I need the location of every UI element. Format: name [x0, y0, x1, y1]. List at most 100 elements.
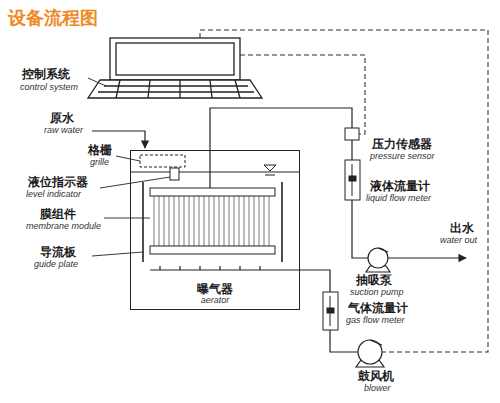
part-name-en: water out [440, 236, 477, 246]
part-name: 膜组件 [40, 208, 76, 221]
membrane-module-symbol [150, 188, 275, 196]
water-level [265, 175, 275, 176]
aerator-pipe [179, 266, 180, 270]
part-name-en: grille [90, 158, 109, 168]
membrane-module-symbol [179, 196, 180, 246]
membrane-module-symbol [194, 196, 195, 246]
grille-symbol [140, 155, 185, 167]
water-level [131, 165, 299, 175]
membrane-module-symbol [249, 196, 250, 246]
water-level [131, 172, 299, 173]
permeate-pipe [210, 108, 352, 188]
part-name-en: gas flow meter [346, 316, 405, 326]
laptop-symbol [116, 43, 234, 75]
part-name: 格栅 [88, 144, 112, 157]
laptop-symbol [110, 38, 240, 80]
membrane-module-symbol [219, 196, 220, 246]
permeate-pipe [352, 200, 368, 258]
part-name-en: guide plate [34, 260, 78, 270]
tank-label: 曝气器 [195, 283, 235, 296]
level-indicator-symbol [170, 168, 179, 180]
leader-line [92, 252, 143, 256]
diagram-title: 设备流程图 [8, 6, 98, 30]
membrane-module-symbol [234, 196, 235, 246]
aerator-pipe [159, 266, 160, 270]
laptop-symbol [148, 80, 150, 98]
part-name-en: blower [364, 384, 391, 394]
membrane-module-symbol [159, 196, 160, 246]
membrane-module-symbol [169, 196, 170, 246]
membrane-module-symbol [164, 196, 165, 246]
membrane-module-symbol [224, 196, 225, 246]
membrane-module-symbol [150, 246, 275, 254]
laptop-symbol [104, 85, 248, 86]
water-level [264, 165, 276, 171]
gas-flow-meter-symbol [327, 308, 334, 313]
permeate-pipe [210, 108, 466, 258]
blower-symbol [356, 340, 384, 367]
membrane-module-symbol [209, 196, 210, 246]
membrane-module-symbol [264, 196, 265, 246]
level-indicator-symbol [170, 168, 179, 180]
laptop-symbol [179, 80, 180, 98]
suction-pump-symbol [366, 248, 390, 272]
membrane-module-symbol [189, 196, 190, 246]
permeate-pipe [388, 257, 466, 258]
leader-line [88, 78, 106, 86]
pressure-sensor-symbol [345, 128, 359, 140]
aerator-pipe [199, 266, 200, 270]
liquid-flow-meter-symbol [345, 160, 360, 200]
part-name: 液体流量计 [370, 180, 430, 193]
laptop-symbol [88, 38, 262, 98]
gas-flow-meter-symbol [323, 292, 338, 330]
part-name-en: control system [20, 83, 78, 93]
grille-symbol [140, 155, 185, 167]
membrane-module-symbol [239, 196, 240, 246]
part-name: 压力传感器 [372, 138, 432, 151]
membrane-module-symbol [269, 196, 270, 246]
guide-plate-symbol [281, 182, 283, 262]
part-name-en: suction pump [350, 288, 404, 298]
gas-flow-meter-symbol [323, 292, 338, 330]
membrane-module-symbol [259, 196, 260, 246]
tank-label: aerator [199, 296, 232, 306]
pressure-sensor-symbol [345, 128, 359, 140]
part-name: 抽吸泵 [356, 274, 392, 287]
leader-line [116, 156, 140, 161]
blower-symbol [370, 340, 382, 345]
part-name: 液位指示器 [28, 176, 88, 189]
aerator-pipe [150, 266, 358, 352]
part-name: 出水 [450, 222, 474, 235]
membrane-module-symbol [244, 196, 245, 246]
membrane-module-symbol [150, 188, 275, 254]
membrane-module-symbol [154, 196, 155, 246]
part-name-en: liquid flow meter [366, 194, 431, 204]
aerator-pipe [219, 266, 220, 270]
aerator-pipe [259, 266, 260, 270]
membrane-module-symbol [199, 196, 200, 246]
membrane-module-symbol [254, 196, 255, 246]
control-wire [240, 55, 365, 134]
laptop-symbol [116, 80, 120, 98]
membrane-module-symbol [229, 196, 230, 246]
suction-pump-symbol [378, 248, 388, 252]
membrane-module-symbol [214, 196, 215, 246]
laptop-symbol [98, 91, 254, 92]
part-name: 气体流量计 [348, 302, 408, 315]
aerator-pipe [150, 270, 330, 292]
tank-box: 曝气器aerator [130, 150, 300, 310]
part-name-en: membrane module [26, 222, 101, 232]
guide-plate-symbol [143, 182, 282, 262]
part-name: 鼓风机 [358, 370, 394, 383]
liquid-flow-meter-symbol [345, 160, 360, 200]
permeate-pipe [351, 140, 352, 160]
membrane-module-symbol [204, 196, 205, 246]
part-name-en: raw water [44, 126, 83, 136]
part-name-en: pressure sensor [370, 152, 435, 162]
laptop-symbol [210, 80, 212, 98]
part-name: 原水 [50, 112, 74, 125]
liquid-flow-meter-symbol [349, 176, 356, 181]
leader-line [100, 177, 170, 188]
guide-plate-symbol [142, 182, 144, 262]
